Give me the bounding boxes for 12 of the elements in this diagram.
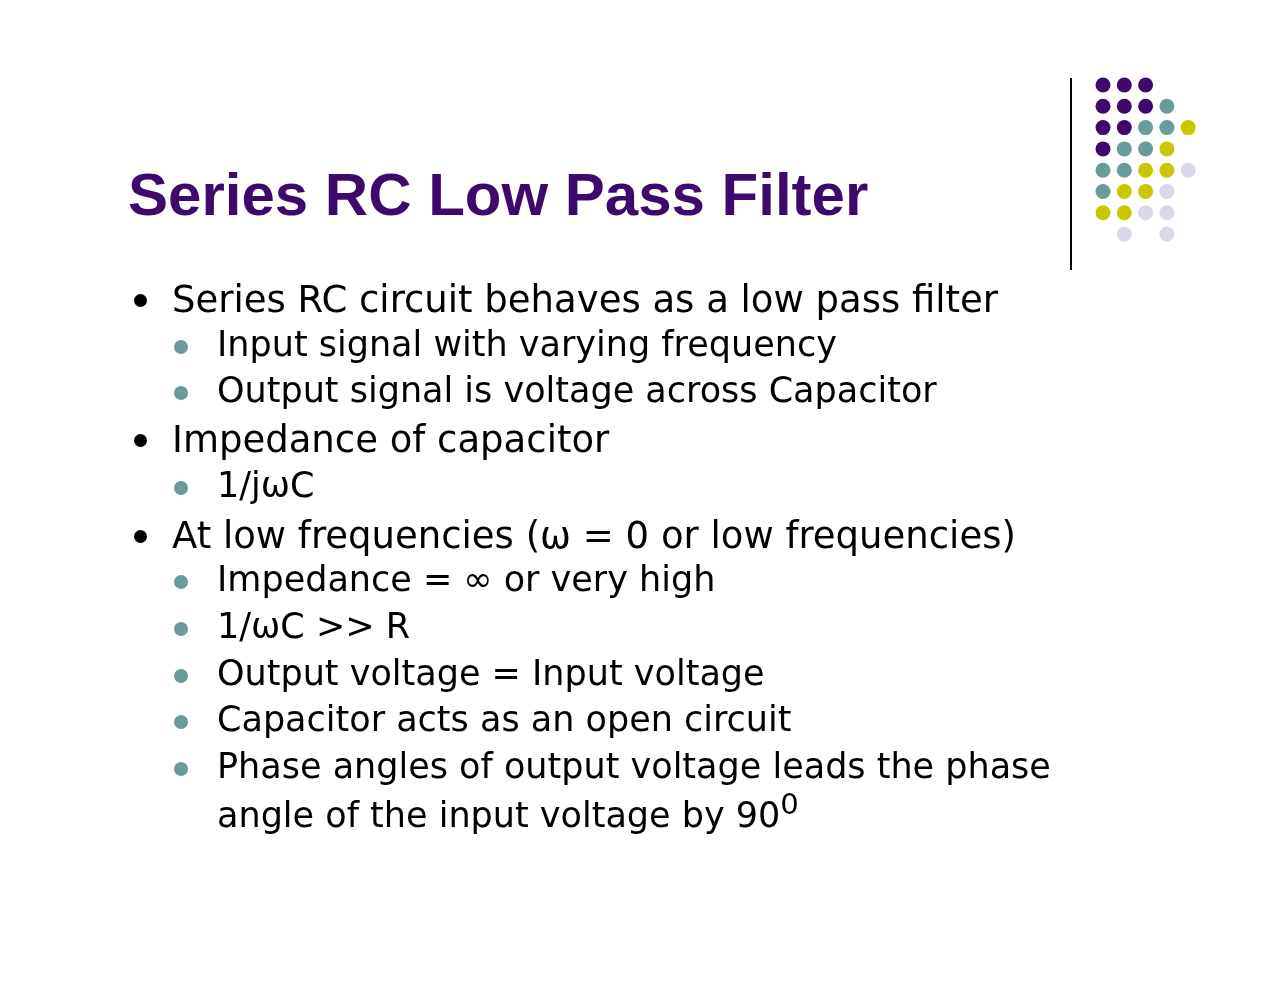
sub-bullet-text: Output signal is voltage across Capacitor xyxy=(217,371,938,409)
sub-bullet-text: Input signal with varying frequency xyxy=(217,325,838,363)
bullet-text: Impedance of capacitor xyxy=(172,418,610,461)
bullet-text: Series RC circuit behaves as a low pass filter xyxy=(172,278,999,321)
slide-title: Series RC Low Pass Filter xyxy=(128,160,869,229)
sub-bullet-text: Impedance = ∞ or very high xyxy=(217,560,717,598)
sub-bullet-text: 1/ωC >> R xyxy=(217,607,412,645)
sub-bullet-text: Output voltage = Input voltage xyxy=(217,654,766,692)
bullet-text: At low frequencies (ω = 0 or low frequencies) xyxy=(172,514,1016,557)
sub-bullet-text: 1/jωC xyxy=(217,466,316,504)
sub-bullet-text: Phase angles of output voltage leads the phase angle of the input voltage by 90$^{0}$ xyxy=(217,747,1052,834)
sub-bullet-text: Capacitor acts as an open circuit xyxy=(217,700,793,738)
